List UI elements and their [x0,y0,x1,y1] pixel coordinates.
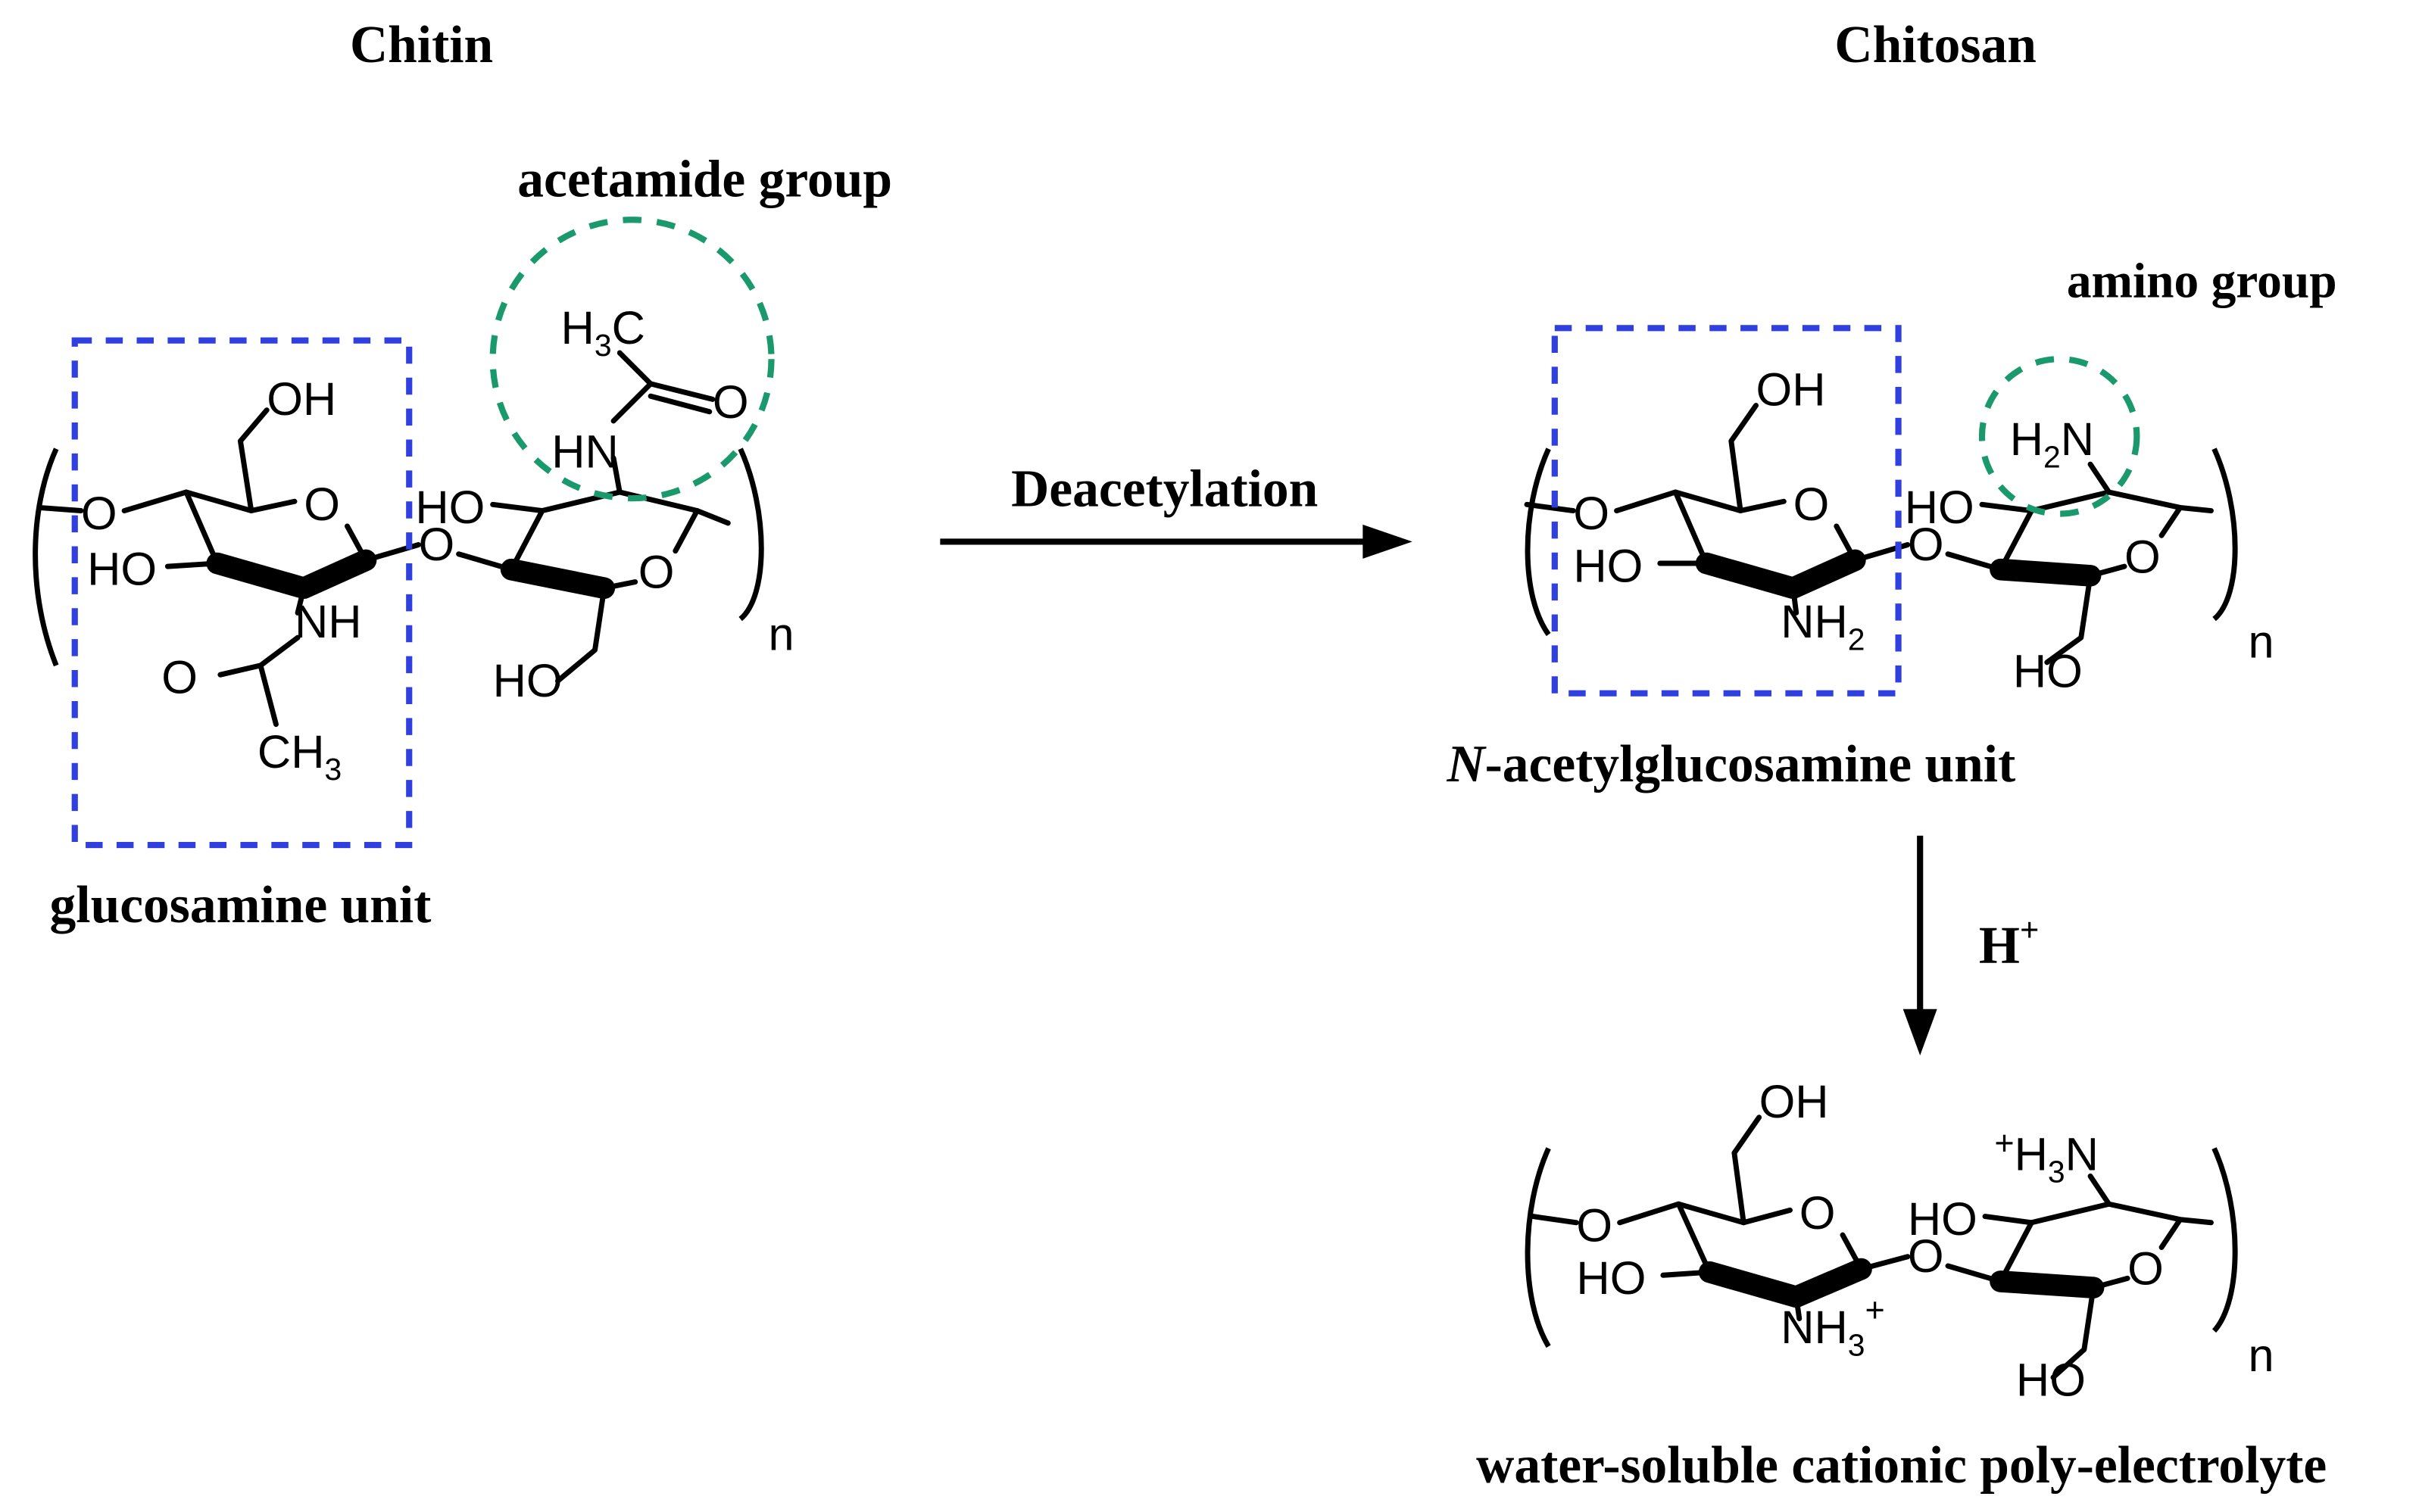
svg-text:HO: HO [2013,645,2083,697]
chitosan-title: Chitosan [1834,16,2036,74]
chitin-n-subscript: n [768,607,794,659]
svg-text:HN: HN [551,425,619,477]
svg-text:HO: HO [493,654,563,706]
svg-text:HO: HO [1573,540,1643,592]
h-ion-charge: + [2020,911,2040,949]
n-acetylglucosamine-rest: -acetylglucosamine unit [1485,735,2016,793]
svg-text:CH3: CH3 [258,725,342,787]
svg-text:O: O [1576,1199,1612,1251]
chitosan-n-subscript: n [2249,616,2274,668]
deacetylation-arrow [940,524,1412,559]
svg-text:HO: HO [87,543,157,595]
chitin-structure: n O O OH HO NH O CH3 O O HO HO HN [33,217,794,849]
chitosan-left-bracket [1525,447,1551,637]
svg-text:O: O [1908,518,1944,570]
svg-text:NH: NH [295,595,362,647]
chitosan-structure: n O O OH HO NH2 O O HO HO H2N [1524,325,2274,697]
chitin-right-bracket [738,447,764,622]
svg-text:O: O [638,546,675,598]
svg-text:O: O [161,651,198,703]
svg-text:O: O [1573,487,1609,539]
glucosamine-unit-box [71,337,413,849]
svg-text:OH: OH [1759,1075,1829,1127]
svg-text:O: O [304,478,340,530]
amino-group-circle [1978,356,2140,517]
svg-text:O: O [1793,478,1830,530]
svg-text:NH3+: NH3+ [1781,1291,1885,1363]
svg-text:HO: HO [1908,1192,1977,1245]
svg-text:HO: HO [415,481,485,533]
n-acetylglucosamine-unit-box [1551,325,1902,697]
deacetylation-label: Deacetylation [1011,460,1318,518]
svg-text:O: O [1799,1186,1836,1239]
n-acetylglucosamine-unit-label: N-acetylglucosamine unit [1446,735,2015,793]
chitosan-right-bracket [2211,447,2238,622]
svg-text:O: O [2124,530,2161,582]
protonation-label: H+ [1979,911,2040,975]
chitin-title: Chitin [350,16,493,74]
svg-text:O: O [419,518,455,570]
amino-group-label: amino group [2067,254,2337,308]
n-italic: N [1446,735,1487,793]
acetamide-group-circle [489,217,775,502]
protonated-chitosan-structure: n O O OH HO NH3+ O O HO HO +H3N [1525,1075,2274,1406]
acetamide-group-label: acetamide group [517,151,892,209]
h-ion: H [1979,916,2020,974]
svg-text:H3C: H3C [561,301,645,363]
svg-text:O: O [81,487,117,539]
svg-text:OH: OH [267,373,336,425]
svg-text:NH2: NH2 [1781,595,1865,656]
svg-text:+H3N: +H3N [1994,1124,2099,1189]
chitin-left-bracket [33,447,59,667]
protonated-n-subscript: n [2249,1329,2274,1381]
svg-text:O: O [2127,1242,2164,1295]
svg-text:O: O [1908,1230,1944,1282]
protonated-left-bracket [1525,1147,1551,1348]
svg-text:OH: OH [1756,363,1826,416]
glucosamine-unit-label: glucosamine unit [50,876,432,934]
water-soluble-label: water-soluble cationic poly-electrolyte [1476,1436,2327,1495]
protonation-arrow [1902,835,1937,1056]
svg-text:H2N: H2N [2010,413,2094,474]
protonated-right-bracket [2211,1147,2238,1333]
svg-text:HO: HO [2016,1354,2086,1406]
svg-text:O: O [713,376,749,428]
svg-text:HO: HO [1576,1252,1646,1304]
svg-text:HO: HO [1905,481,1974,533]
